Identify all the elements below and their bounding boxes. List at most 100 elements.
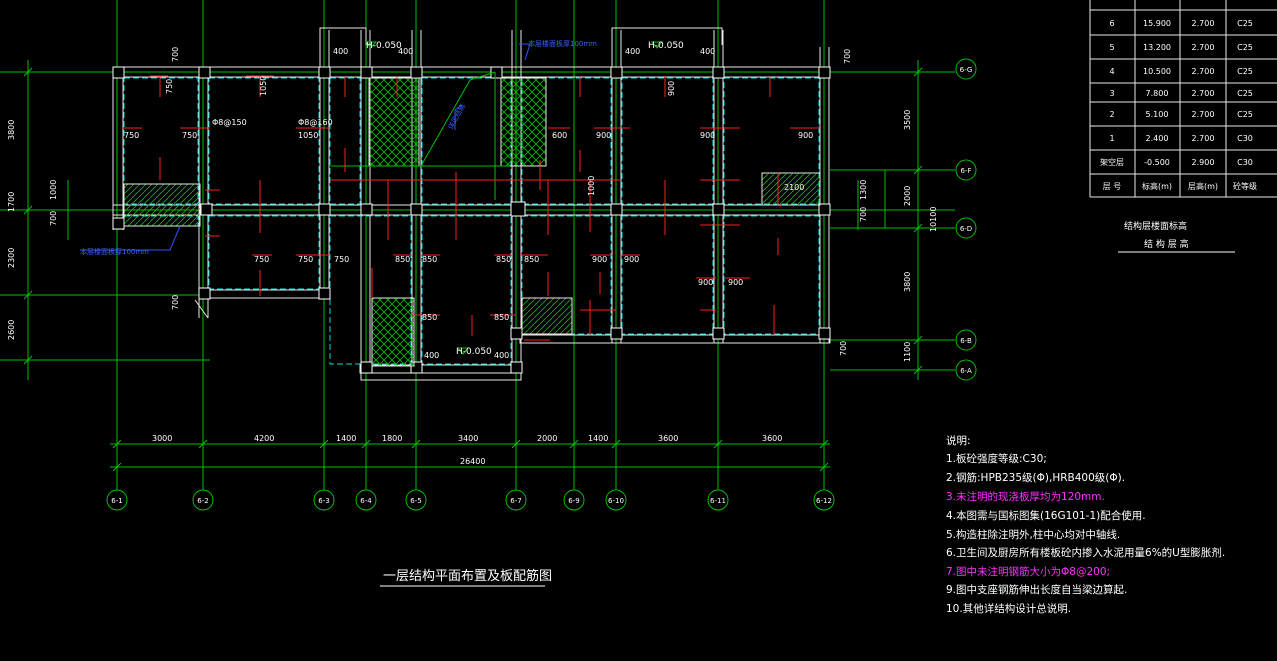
notes-title: 说明: bbox=[946, 434, 971, 447]
table-cell: 5.100 bbox=[1146, 110, 1169, 119]
dim-right-inner: 1300 bbox=[859, 180, 868, 200]
table-cell: 15.900 bbox=[1143, 19, 1171, 28]
dim-left-inner: 1000 bbox=[49, 180, 58, 200]
small-dim: 700 bbox=[171, 47, 180, 62]
dim-right: 2000 bbox=[903, 186, 912, 206]
table-cell: 架空层 bbox=[1100, 157, 1124, 167]
axis-bubbles-right bbox=[955, 58, 977, 381]
note-line: 6.卫生间及厨房所有楼板砼内掺入水泥用量6%的U型膨胀剂. bbox=[946, 546, 1225, 559]
dim-right: 3800 bbox=[903, 272, 912, 292]
rebar-label: Φ8@160 bbox=[298, 118, 333, 127]
rebar-label: 750 bbox=[254, 255, 269, 264]
table-header: 层 号 bbox=[1103, 182, 1122, 191]
table-cell: 10.500 bbox=[1143, 67, 1171, 76]
rebar-label: 1050 bbox=[298, 131, 318, 140]
rebar-label: 750 bbox=[165, 79, 174, 94]
axis-label: 6-10 bbox=[608, 497, 624, 505]
blue-note: 本层楼面板厚100mm bbox=[80, 247, 149, 256]
axis-bubbles-bottom bbox=[106, 489, 835, 511]
dim-bottom: 3600 bbox=[762, 434, 782, 443]
dim-right-total: 10100 bbox=[929, 207, 938, 232]
table-caption: 结 构 层 高 bbox=[1144, 238, 1189, 250]
rebar-label: 900 bbox=[624, 255, 639, 264]
rebar-label: 750 bbox=[182, 131, 197, 140]
small-dim: 700 bbox=[171, 295, 180, 310]
rebar-label: 850 bbox=[496, 255, 511, 264]
note-line: 7.图中未注明钢筋大小为Φ8@200; bbox=[946, 565, 1110, 578]
dim-bottom: 3600 bbox=[658, 434, 678, 443]
dimension-ticks bbox=[23, 67, 923, 472]
note-line: 1.板砼强度等级:C30; bbox=[946, 452, 1047, 465]
table-cell: 2.700 bbox=[1192, 19, 1215, 28]
small-dim: 400 bbox=[424, 351, 439, 360]
table-cell: 4 bbox=[1109, 67, 1114, 76]
small-dim: 700 bbox=[839, 341, 848, 356]
rebar-label: 900 bbox=[728, 278, 743, 287]
axis-label: 6-A bbox=[960, 367, 972, 375]
axis-label: 6-G bbox=[960, 66, 973, 74]
rebar-label: 850 bbox=[524, 255, 539, 264]
axis-label: 6-B bbox=[960, 337, 972, 345]
rebar-label: 1000 bbox=[587, 176, 596, 196]
table-cell: C25 bbox=[1237, 67, 1253, 76]
rebar-label: 750 bbox=[334, 255, 349, 264]
note-line: 9.图中支座钢筋伸出长度自当梁边算起. bbox=[946, 583, 1127, 596]
rebar-label: 750 bbox=[298, 255, 313, 264]
dim-left: 2600 bbox=[7, 320, 16, 340]
table-cell: 13.200 bbox=[1143, 43, 1171, 52]
table-cell: 2.700 bbox=[1192, 43, 1215, 52]
table-cell: 2.400 bbox=[1146, 134, 1169, 143]
table-cell: C25 bbox=[1237, 89, 1253, 98]
rebar-label: 600 bbox=[552, 131, 567, 140]
rebar-label: 750 bbox=[124, 131, 139, 140]
axis-grid-lines bbox=[0, 0, 955, 490]
axis-label: 6-12 bbox=[816, 497, 832, 505]
note-line: 3.未注明的现浇板厚均为120mm. bbox=[946, 490, 1105, 503]
rebar-label: 900 bbox=[667, 81, 676, 96]
small-dim: 700 bbox=[843, 49, 852, 64]
elevation-symbols bbox=[364, 41, 664, 355]
floor-table bbox=[1089, 0, 1277, 198]
table-caption: 结构层楼面标高 bbox=[1124, 220, 1187, 232]
note-line: 2.钢筋:HPB235级(Φ),HRB400级(Φ). bbox=[946, 471, 1125, 484]
rebar-label: 850 bbox=[422, 255, 437, 264]
dim-right: 1100 bbox=[903, 342, 912, 362]
table-cell: C25 bbox=[1237, 43, 1253, 52]
table-header: 标高(m) bbox=[1142, 181, 1172, 191]
blue-leaders bbox=[80, 43, 531, 251]
table-cell: C30 bbox=[1237, 158, 1253, 167]
note-line: 10.其他详结构设计总说明. bbox=[946, 602, 1071, 615]
table-cell: 2.700 bbox=[1192, 134, 1215, 143]
small-dim: 400 bbox=[333, 47, 348, 56]
table-cell: -0.500 bbox=[1144, 158, 1170, 167]
table-cell: C25 bbox=[1237, 19, 1253, 28]
table-cell: 2.700 bbox=[1192, 89, 1215, 98]
small-dim: 400 bbox=[625, 47, 640, 56]
table-cell: 1 bbox=[1109, 134, 1114, 143]
hatched-openings bbox=[123, 77, 821, 367]
dim-right-inner: 700 bbox=[859, 207, 868, 222]
table-cell: 2.900 bbox=[1192, 158, 1215, 167]
rebar-lines bbox=[122, 75, 820, 341]
dim-bottom: 3400 bbox=[458, 434, 478, 443]
axis-label: 6-2 bbox=[197, 497, 208, 505]
rebar-label: 900 bbox=[798, 131, 813, 140]
dim-bottom: 1400 bbox=[336, 434, 356, 443]
table-cell: 6 bbox=[1109, 19, 1114, 28]
table-cell: 7.800 bbox=[1146, 89, 1169, 98]
dim-total: 26400 bbox=[460, 457, 485, 466]
table-cell: C30 bbox=[1237, 134, 1253, 143]
dim-left-inner: 700 bbox=[49, 211, 58, 226]
dim-bottom: 2000 bbox=[537, 434, 557, 443]
table-header: 层高(m) bbox=[1188, 181, 1218, 191]
table-cell: 5 bbox=[1109, 43, 1114, 52]
rebar-label: 1050 bbox=[259, 76, 268, 96]
axis-label: 6-5 bbox=[410, 497, 421, 505]
table-cell: C25 bbox=[1237, 110, 1253, 119]
rebar-label: 850 bbox=[422, 313, 437, 322]
blue-note: 本层楼面板厚100mm bbox=[528, 39, 597, 48]
rebar-label: 900 bbox=[592, 255, 607, 264]
axis-label: 6-1 bbox=[111, 497, 122, 505]
axis-label: 6-9 bbox=[568, 497, 579, 505]
